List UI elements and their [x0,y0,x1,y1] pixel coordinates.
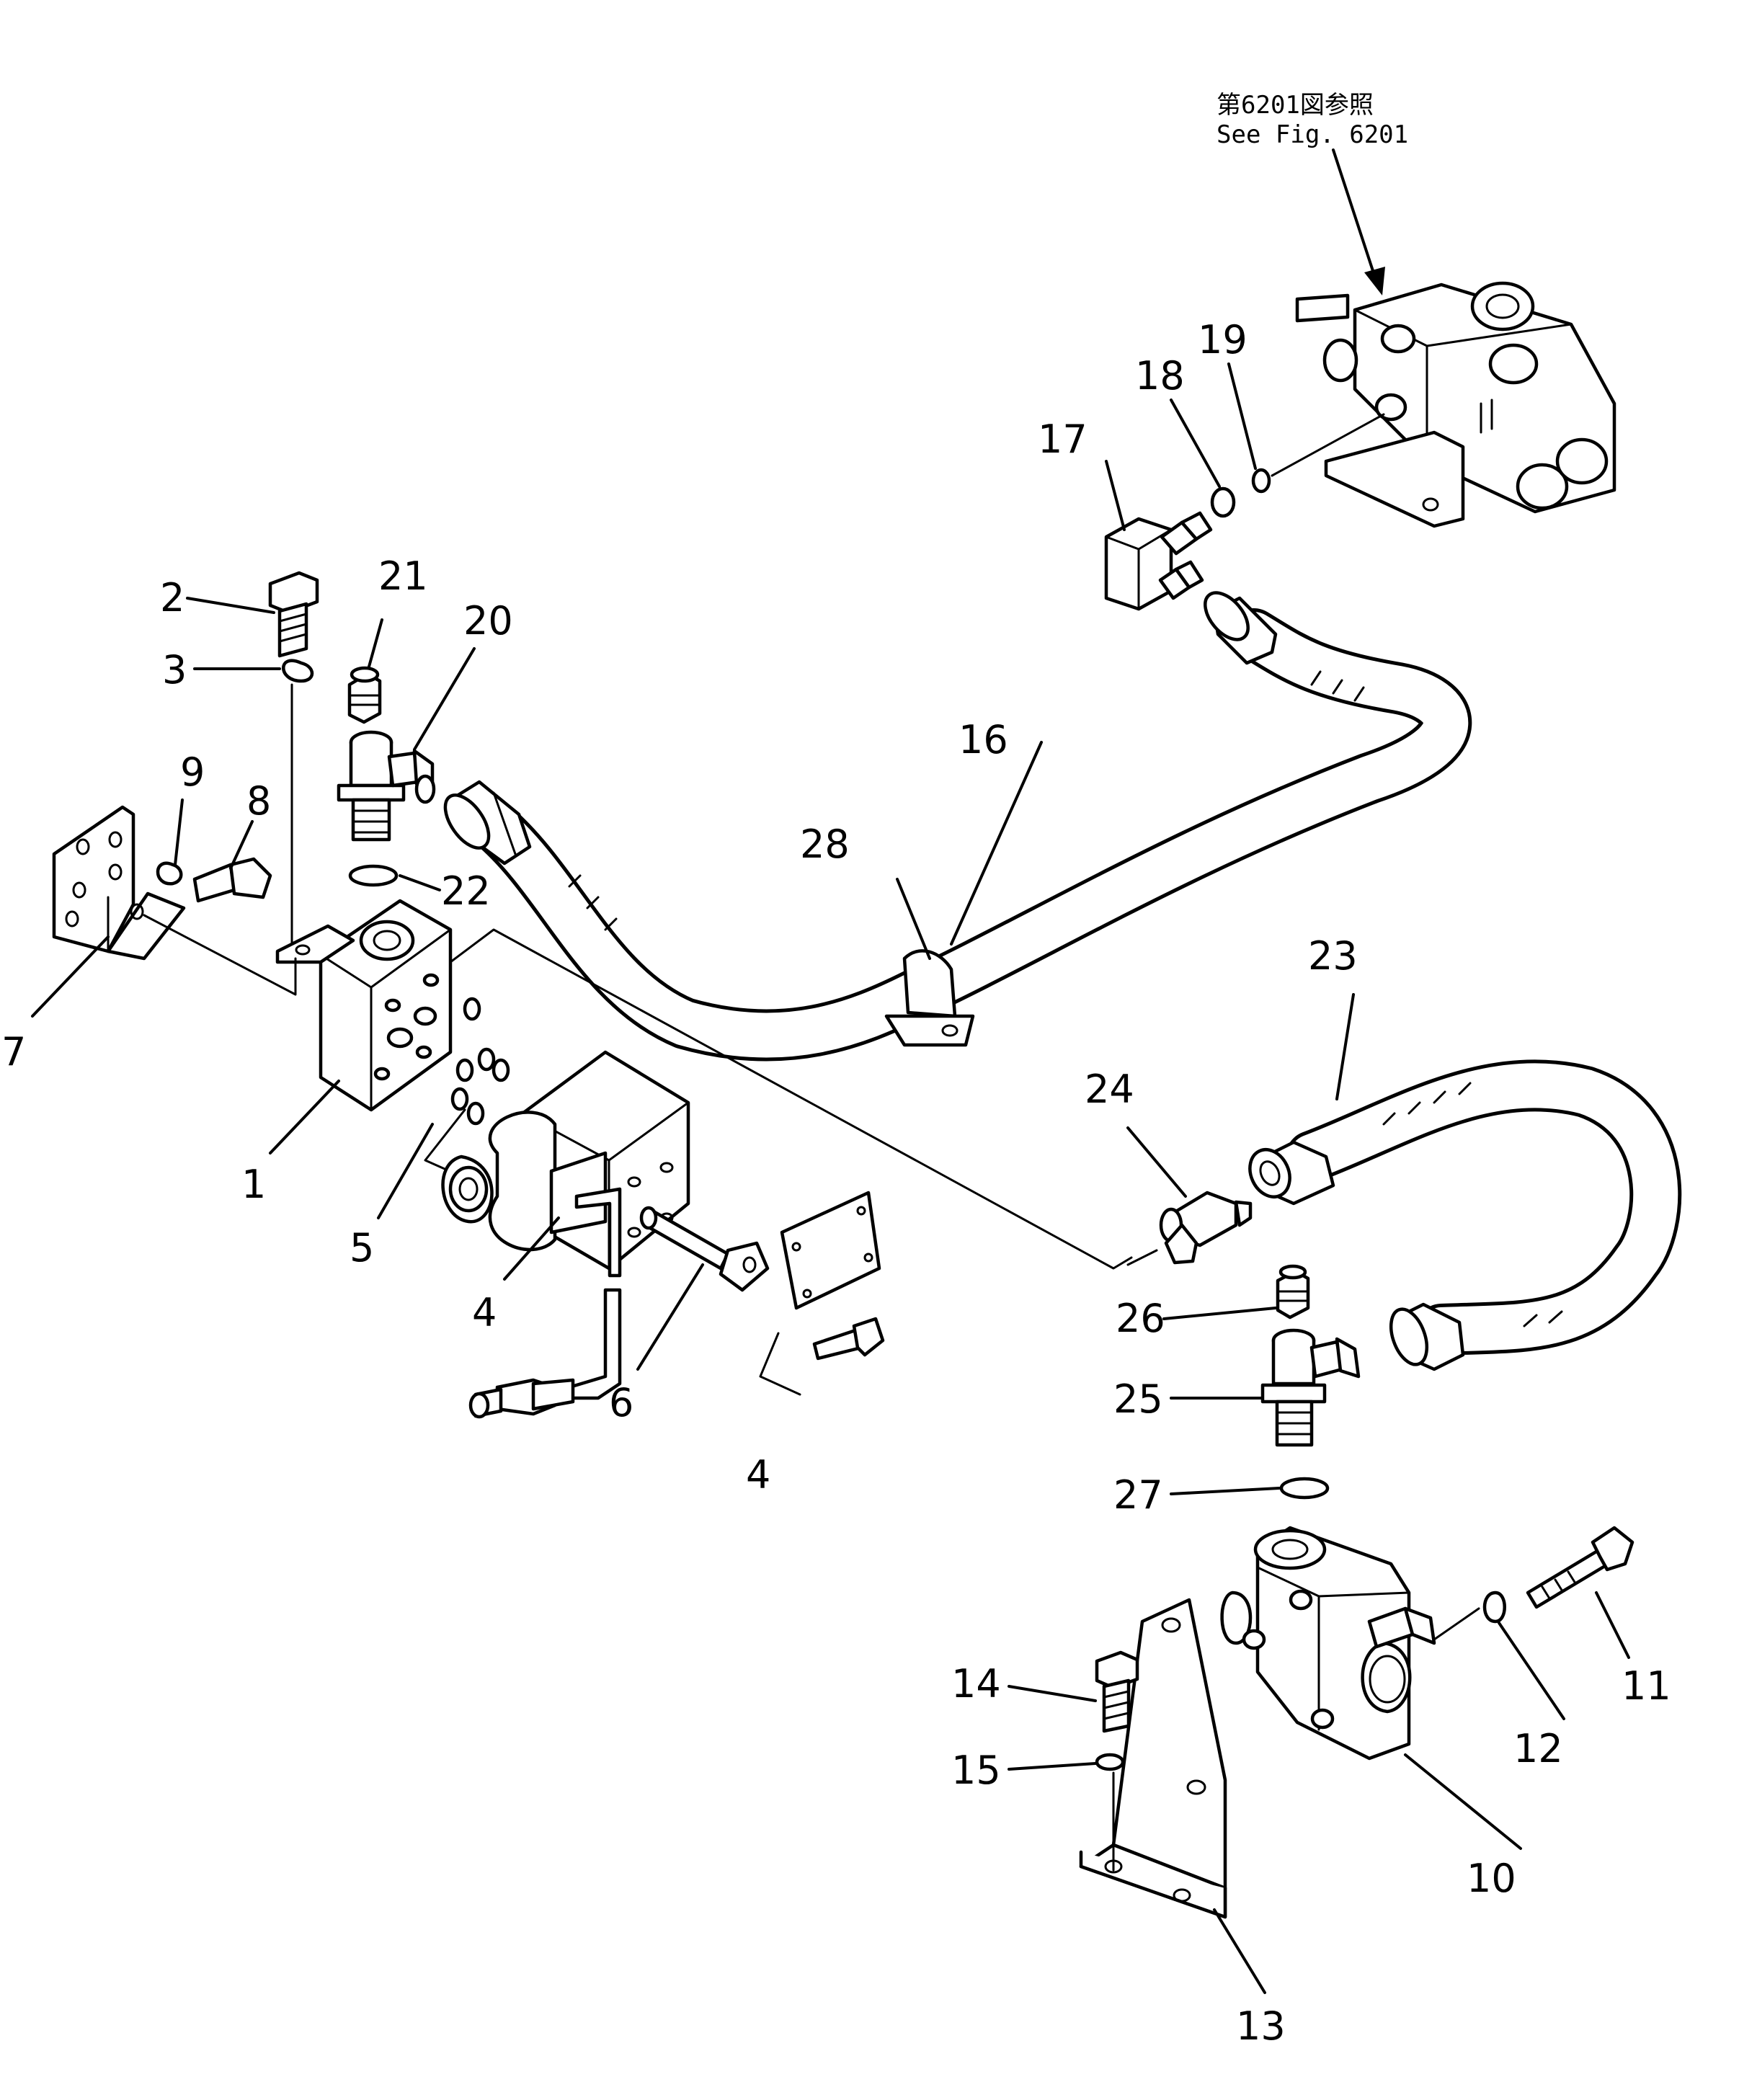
reference-arrow-head [1364,267,1385,295]
washer-15 [1095,1753,1125,1771]
adapter-24 [1159,1191,1253,1265]
leader-bracket-7 [143,914,297,996]
hose-16-right-nut [1204,591,1278,665]
cover-plate-4 [780,1191,881,1310]
hose-23-lower-nut [1389,1302,1465,1371]
grease-nipple-26 [1276,1264,1310,1320]
callout-13: 13 [1236,2003,1286,2049]
clamp-28 [884,949,975,1047]
hose-23-upper-nut [1248,1140,1335,1206]
callout-3: 3 [162,647,187,693]
washer-3 [282,659,314,683]
bolt-6 [639,1206,770,1292]
callout-16: 16 [959,717,1008,762]
elbow-fitting-25 [1260,1328,1361,1447]
grease-nipple-21 [347,666,382,724]
callout-21: 21 [378,553,428,599]
callout-25: 25 [1113,1376,1163,1422]
callout-labels: 1 2 3 4 4 5 6 7 8 9 10 11 12 13 14 15 16… [1,317,1671,2049]
bolt-8 [192,857,272,903]
callout-20: 20 [463,598,513,644]
o-ring-18 [1210,486,1236,518]
washer-9 [156,861,183,886]
bracket-13 [1079,1598,1227,1919]
callout-17: 17 [1038,417,1088,462]
valve-block-1 [275,899,453,1112]
screw-4 [759,1317,885,1396]
callout-10: 10 [1467,1856,1516,1901]
leader-valve-to-adapter [449,928,1133,1270]
callout-11: 11 [1622,1663,1671,1709]
solenoid-wire [468,1187,622,1419]
callout-24: 24 [1085,1067,1134,1112]
callout-23: 23 [1308,933,1358,979]
elbow-fitting-20 [337,730,436,842]
callout-2: 2 [160,575,184,620]
reference-line-jp: 第6201図参照 [1217,91,1374,120]
figure-reference: 第6201図参照 See Fig. 6201 [1217,91,1408,295]
callout-19: 19 [1198,317,1247,362]
callout-8: 8 [246,778,271,824]
leader-pipe-end [1126,1249,1158,1266]
callout-4-cover: 4 [746,1452,770,1498]
callout-6: 6 [609,1380,633,1425]
o-ring-19 [1251,468,1271,494]
reference-line-en: See Fig. 6201 [1217,120,1408,149]
valve-10 [1220,1526,1436,1761]
callout-5: 5 [350,1225,374,1271]
hose-16-marks [568,670,1365,931]
callout-7: 7 [1,1029,26,1075]
callout-15: 15 [951,1748,1001,1793]
callout-9: 9 [180,749,205,795]
callout-4-solenoid: 4 [472,1290,497,1335]
solenoid-valve-4 [441,1050,690,1271]
callout-27: 27 [1113,1472,1163,1518]
callout-1: 1 [241,1162,266,1207]
bolt-11 [1526,1526,1635,1609]
reference-arrow-line [1332,148,1376,279]
bolt-2 [268,571,319,658]
leader-valve-10-bolt [1433,1607,1480,1641]
callout-12: 12 [1513,1726,1563,1771]
hose-23-body [1289,1063,1678,1352]
callout-14: 14 [951,1661,1001,1707]
callout-26: 26 [1116,1296,1165,1341]
elbow-fitting-17 [1104,511,1213,611]
o-ring-27 [1279,1477,1330,1500]
control-valve [1295,281,1616,528]
callout-leaders [31,362,1630,1994]
hose-16-body [475,612,1469,1058]
callout-22: 22 [441,868,491,914]
o-ring-22 [348,864,399,887]
hose-23-marks [1382,1082,1563,1327]
washer-12 [1482,1590,1506,1624]
leader-valve-port [1271,413,1385,477]
callout-18: 18 [1135,353,1185,399]
callout-28: 28 [800,822,850,867]
bracket-7 [52,805,186,961]
bolt-14 [1095,1650,1139,1733]
hose-16-left-nut [443,780,532,866]
